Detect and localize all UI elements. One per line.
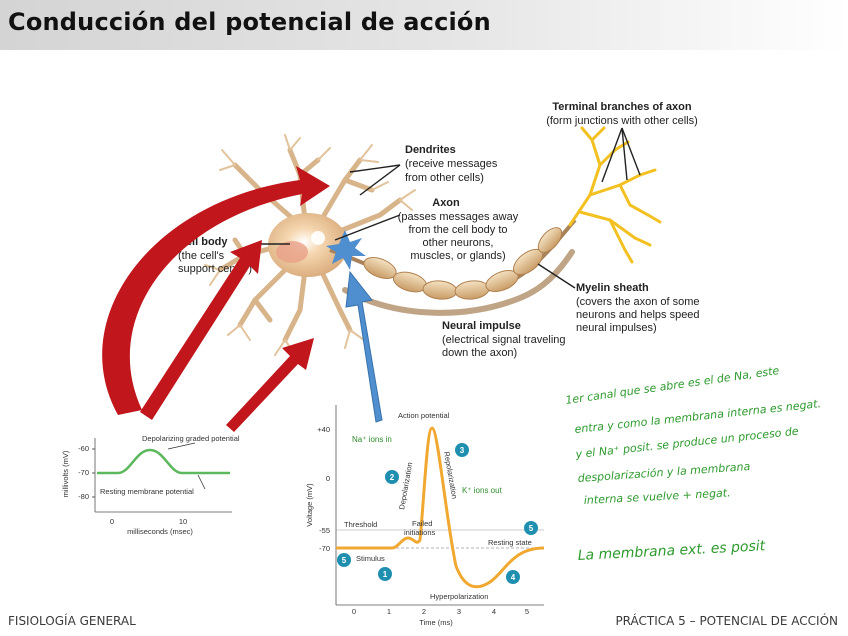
axon-desc-4: muscles, or glands): [410, 250, 505, 262]
step-badge-1: [378, 567, 392, 581]
graded-potential-chart: -60 -70 -80 0 10 milliseconds (msec) mil…: [61, 434, 240, 536]
ap-label-stimulus: Stimulus: [356, 554, 385, 563]
myelin-pointer: [537, 263, 576, 289]
step-badge-5: [524, 521, 538, 535]
note-line-4: despolarización y la membrana: [577, 460, 751, 485]
handwritten-notes: 1er canal que se abre es el de Na, este …: [565, 364, 822, 564]
ap-label-initiations: initiations: [404, 528, 436, 537]
graded-label-top: Depolarizing graded potential: [142, 434, 240, 443]
graded-ytick-1: -60: [78, 444, 89, 453]
graded-ylabel: millivolts (mV): [61, 450, 70, 497]
red-arrow-curved: [102, 166, 330, 415]
blue-arrow: [345, 270, 383, 423]
terminal-title: Terminal branches of axon: [552, 101, 691, 113]
axon-desc-1: (passes messages away: [398, 211, 519, 223]
myelin-sheath: [363, 227, 563, 300]
step-badge-2: [385, 470, 399, 484]
step-badge-5-left: [337, 553, 351, 567]
impulse-title: Neural impulse: [442, 320, 521, 332]
neuron-labels: Dendrites (receive messages from other c…: [178, 101, 700, 359]
svg-text:3: 3: [460, 446, 465, 455]
svg-text:5: 5: [342, 556, 347, 565]
action-potential-chart: +40 0 -55 -70 0 1 2 3 4 5 Time (ms) Volt…: [305, 405, 545, 627]
ap-xlabel: Time (ms): [419, 618, 453, 627]
step-badge-3: [455, 443, 469, 457]
ap-label-failed: Failed: [412, 519, 432, 528]
axon-desc-3: other neurons,: [423, 237, 494, 249]
axon-pointer: [334, 214, 401, 241]
graded-curve: [97, 448, 230, 475]
dendrites-pointer: [349, 164, 401, 173]
graded-xtick-2: 10: [179, 517, 187, 526]
impulse-desc-2: down the axon): [442, 347, 517, 359]
ap-step-badges: 1 2 3 4 5 5: [337, 443, 538, 584]
ap-ytick-2: 0: [326, 474, 330, 483]
myelin-desc-1: (covers the axon of some: [576, 296, 700, 308]
myelin-desc-3: neural impulses): [576, 322, 657, 334]
ap-label-depolarization: Depolarization: [397, 462, 414, 511]
ap-xtick-4: 3: [457, 607, 461, 616]
myelin-title: Myelin sheath: [576, 282, 649, 294]
dendrites-title: Dendrites: [405, 144, 456, 156]
ap-label-hyper: Hyperpolarization: [430, 592, 488, 601]
terminal-desc: (form junctions with other cells): [546, 115, 698, 127]
terminal-pointer: [601, 127, 623, 183]
graded-xlabel: milliseconds (msec): [127, 527, 193, 536]
ap-ytick-3: -55: [319, 526, 330, 535]
impulse-desc-1: (electrical signal traveling: [442, 334, 566, 346]
note-bottom: La membrana ext. es posit: [577, 538, 766, 564]
ap-xtick-5: 4: [492, 607, 496, 616]
ap-label-resting: Resting state: [488, 538, 532, 547]
svg-text:2: 2: [390, 473, 395, 482]
ap-ylabel: Voltage (mV): [305, 483, 314, 527]
graded-label-bottom: Resting membrane potential: [100, 487, 194, 496]
title-bar: Conducción del potencial de acción: [0, 0, 848, 50]
svg-text:1: 1: [383, 570, 388, 579]
red-arrow-middle: [140, 240, 262, 420]
graded-ytick-3: -80: [78, 492, 89, 501]
slide-title: Conducción del potencial de acción: [8, 8, 491, 36]
ap-xtick-3: 2: [422, 607, 426, 616]
note-line-1: 1er canal que se abre es el de Na, este: [565, 364, 781, 407]
ap-xtick-6: 5: [525, 607, 529, 616]
footer-right: PRÁCTICA 5 – POTENCIAL DE ACCIÓN: [615, 614, 838, 628]
red-arrow-short: [226, 338, 314, 432]
axon-desc-2: from the cell body to: [408, 224, 507, 236]
graded-xtick-1: 0: [110, 517, 114, 526]
ap-xtick-2: 1: [387, 607, 391, 616]
ap-label-k-out: K⁺ ions out: [462, 486, 503, 495]
ap-curve: [336, 426, 545, 589]
ap-ytick-1: +40: [317, 425, 330, 434]
ap-label-action-potential: Action potential: [398, 411, 450, 420]
svg-text:4: 4: [511, 573, 516, 582]
impulse-trail: [342, 249, 575, 316]
note-line-5: interna se vuelve + negat.: [583, 486, 730, 507]
red-arrows: [102, 166, 330, 432]
ap-xtick-1: 0: [352, 607, 356, 616]
svg-text:5: 5: [529, 524, 534, 533]
axon-title: Axon: [432, 197, 460, 209]
ap-ytick-4: -70: [319, 544, 330, 553]
dendrites-desc-1: (receive messages: [405, 158, 498, 170]
graded-ytick-2: -70: [78, 468, 89, 477]
dendrites-desc-2: from other cells): [405, 172, 484, 184]
cellbody-desc-1: (the cell's: [178, 250, 225, 262]
step-badge-4: [506, 570, 520, 584]
footer-left: FISIOLOGÍA GENERAL: [8, 614, 136, 628]
ap-label-na-in: Na⁺ ions in: [352, 435, 392, 444]
impulse-star: [326, 230, 366, 270]
ap-label-threshold: Threshold: [344, 520, 377, 529]
myelin-desc-2: neurons and helps speed: [576, 309, 700, 321]
